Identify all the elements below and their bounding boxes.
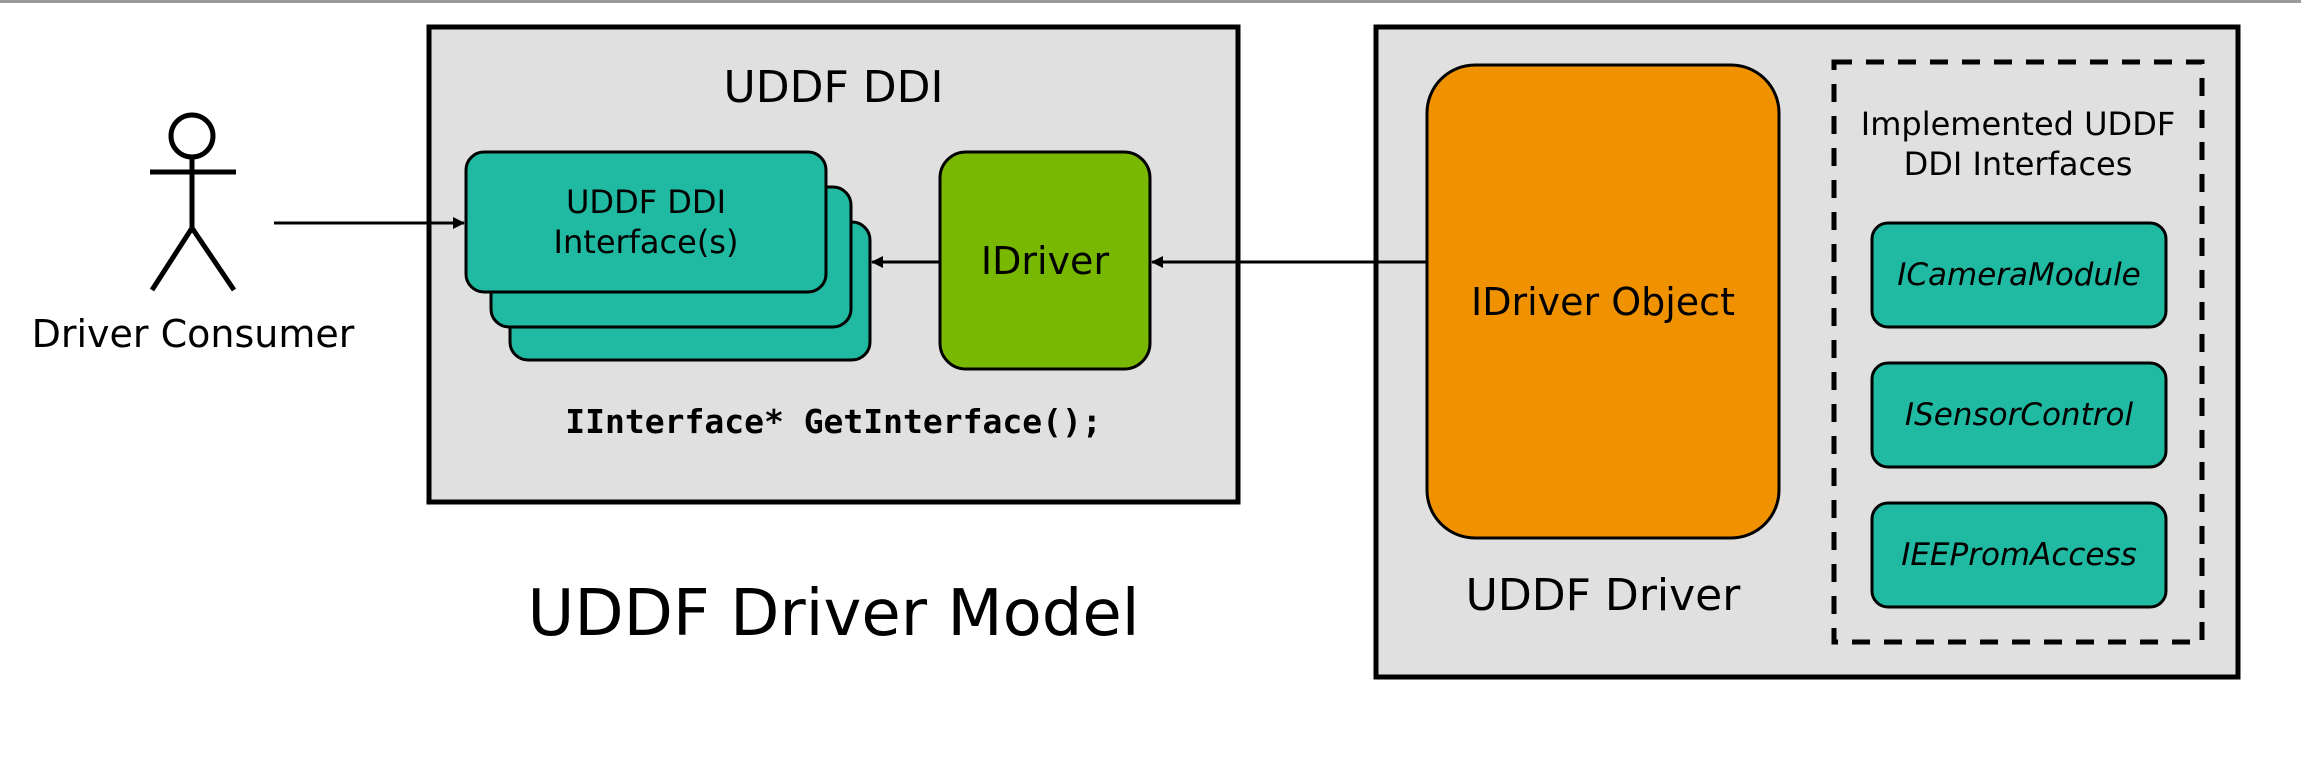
driver-title: UDDF Driver xyxy=(1465,570,1741,621)
idriver-object-box xyxy=(1425,63,1781,540)
get-interface-code: IInterface* GetInterface(); xyxy=(565,402,1102,441)
interface-item-sensor-box xyxy=(1870,361,2168,469)
interface-item-camera: ICameraModule xyxy=(1897,257,2141,293)
interface-item-eeprom: IEEPromAccess xyxy=(1901,537,2137,573)
ddi-title: UDDF DDI xyxy=(723,62,944,113)
top-divider xyxy=(0,0,2301,3)
model-title: UDDF Driver Model xyxy=(527,577,1140,651)
idriver-object-label: IDriver Object xyxy=(1471,279,1735,324)
interface-item-camera-box xyxy=(1870,221,2168,329)
actor-label: Driver Consumer xyxy=(31,312,355,356)
interface-item-eeprom-box xyxy=(1870,501,2168,609)
interfaces-label: UDDF DDI Interface(s) xyxy=(553,183,739,261)
interface-card-front xyxy=(464,150,828,294)
actor-icon xyxy=(149,112,237,292)
implemented-interfaces-box xyxy=(1831,59,2205,645)
implemented-title: Implemented UDDF DDI Interfaces xyxy=(1860,105,2176,183)
idriver-label: IDriver xyxy=(980,238,1110,283)
interface-item-sensor: ISensorControl xyxy=(1904,397,2134,433)
